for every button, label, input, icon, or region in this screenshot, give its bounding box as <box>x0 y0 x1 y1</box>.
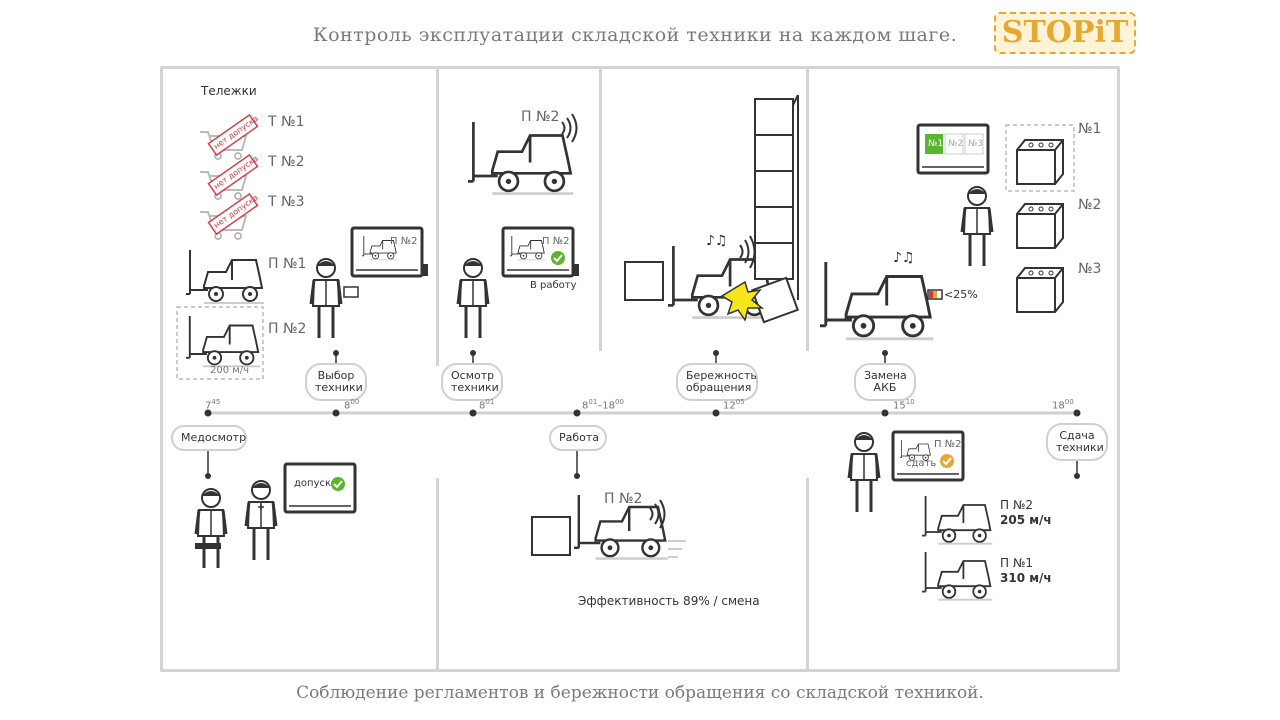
time-work-end-m: 00 <box>615 398 624 406</box>
time-1510-m: 10 <box>905 398 915 406</box>
time-1205-h: 12 <box>723 400 736 412</box>
step-select: Выбор техники <box>305 363 367 401</box>
forklift-p2-label: П №2 <box>268 321 307 337</box>
time-0801: 801 <box>479 398 494 411</box>
battery-label-1: №1 <box>1078 121 1102 137</box>
divider-3-bottom <box>806 478 809 670</box>
cart-1-label: Т №1 <box>268 114 305 130</box>
step-careful-line2: обращения <box>686 381 752 394</box>
svg-text:♪♫: ♪♫ <box>893 250 915 266</box>
battery-tab-2: №2 <box>948 139 964 149</box>
step-return-line1: Сдача <box>1059 429 1095 442</box>
time-work-end-h: 18 <box>602 400 616 412</box>
step-return-line2: техники <box>1056 441 1104 454</box>
time-0801-h: 8 <box>479 400 486 412</box>
step-medical-line1: Медосмотр <box>181 431 247 444</box>
svg-text:♪♫: ♪♫ <box>706 233 728 249</box>
forklift-p2-speed: 200 м/ч <box>210 365 250 376</box>
page-footer: Соблюдение регламентов и бережности обра… <box>296 683 984 703</box>
time-work-range: 801–1800 <box>582 398 624 412</box>
time-1800-m: 00 <box>1064 398 1074 406</box>
work-forklift-label: П №2 <box>604 491 643 507</box>
time-0801-m: 01 <box>485 398 495 406</box>
return-screen-label: П №2 <box>934 439 962 450</box>
cart-2-label: Т №2 <box>268 154 305 170</box>
step-select-line1: Выбор <box>317 369 355 382</box>
time-1510: 1510 <box>893 398 915 411</box>
battery-tab-3: №3 <box>968 139 984 149</box>
time-1205: 1205 <box>723 398 745 411</box>
diagram-frame <box>160 66 1120 672</box>
return-stat-2-speed: 310 м/ч <box>1000 571 1052 585</box>
step-inspect-line1: Осмотр <box>451 369 495 382</box>
return-stat-2-name: П №1 <box>1000 556 1033 570</box>
time-0800: 800 <box>344 398 359 411</box>
work-efficiency: Эффективность 89% / смена <box>578 594 760 608</box>
stopit-logo: STOPiT <box>994 12 1136 54</box>
page-title: Контроль эксплуатации складской техники … <box>312 24 958 46</box>
step-inspect-line2: техники <box>451 381 499 394</box>
cart-3-label: Т №3 <box>268 194 305 210</box>
forklift-p1-label: П №1 <box>268 256 307 272</box>
medical-screen-text: допуск <box>294 478 332 489</box>
time-1800-h: 18 <box>1052 400 1065 412</box>
step-medical: Медосмотр <box>171 425 247 451</box>
inspect-forklift-label: П №2 <box>521 109 560 125</box>
time-0800-m: 00 <box>350 398 360 406</box>
step-inspect: Осмотр техники <box>441 363 503 401</box>
step-battery-line2: АКБ <box>873 381 897 394</box>
step-battery: Замена АКБ <box>854 363 916 401</box>
return-stat-1-name: П №2 <box>1000 498 1033 512</box>
divider-1-bottom <box>436 478 439 670</box>
battery-charge: <25% <box>944 288 978 301</box>
step-work: Работа <box>549 425 607 451</box>
inspect-caption: В работу <box>530 280 577 291</box>
time-0800-h: 8 <box>344 400 351 412</box>
step-return: Сдача техники <box>1046 423 1108 461</box>
time-0745: 745 <box>205 398 220 411</box>
select-screen-label: П №2 <box>390 236 418 247</box>
time-1800: 1800 <box>1052 398 1074 411</box>
inspect-screen-label: П №2 <box>542 236 570 247</box>
time-1205-m: 05 <box>735 398 745 406</box>
time-work-start-h: 8 <box>582 400 589 412</box>
step-select-line2: техники <box>315 381 363 394</box>
return-screen-action: сдать <box>906 458 937 469</box>
time-0745-h: 7 <box>205 400 212 412</box>
divider-3-top <box>806 66 809 351</box>
battery-label-3: №3 <box>1078 261 1102 277</box>
step-careful-line1: Бережность <box>686 369 757 382</box>
time-work-start-m: 01 <box>588 398 598 406</box>
step-battery-line1: Замена <box>864 369 907 382</box>
battery-tab-1: №1 <box>928 139 944 149</box>
carts-heading: Тележки <box>201 84 257 98</box>
return-stat-1-speed: 205 м/ч <box>1000 513 1052 527</box>
time-1510-h: 15 <box>893 400 906 412</box>
time-0745-m: 45 <box>211 398 221 406</box>
divider-1-top <box>436 66 439 366</box>
divider-2-top <box>599 66 602 351</box>
step-work-line1: Работа <box>559 431 600 444</box>
step-careful: Бережность обращения <box>676 363 758 401</box>
battery-label-2: №2 <box>1078 197 1102 213</box>
